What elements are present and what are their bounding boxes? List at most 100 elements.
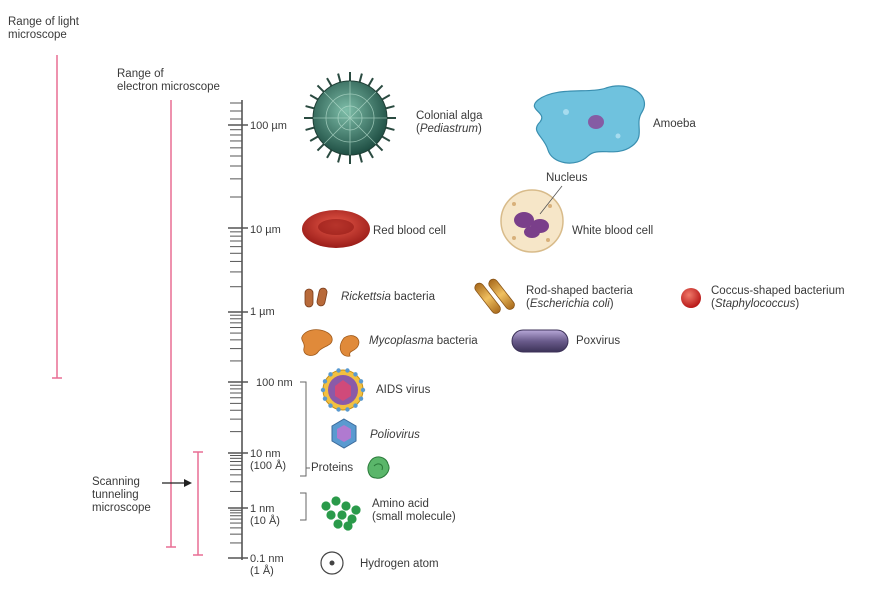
hydrogen-atom-icon [320,551,344,575]
scale-major-ticks [228,124,248,559]
scale-label-text: 100 nm [256,377,293,389]
rod-shaped-bacteria-label: Rod-shaped bacteria (Escherichia coli) [526,285,633,311]
scanning-tunneling-range-label: Scanning tunneling microscope [92,476,151,515]
electron-microscope-label-line1: Range of [117,68,164,80]
virus-spike [360,387,366,393]
virus-spike [336,368,341,373]
proteins-bracket [300,381,310,477]
electron-microscope-label-line2: electron microscope [117,81,220,93]
scale-label-text: 1 nm [250,503,275,515]
paren-open: ( [526,298,530,310]
aids-virus-icon [320,368,366,412]
coccus-bacterium-name: Coccus-shaped bacterium [711,285,845,297]
scale-label-1-um: 1 µm [250,306,275,318]
scale-label-text: 10 µm [250,224,281,236]
red-blood-cell-label: Red blood cell [373,225,446,237]
scale-label-0-1-nm: 0.1 nm (1 Å) [250,553,284,577]
white-blood-cell-icon [500,185,564,253]
white-blood-cell-label: White blood cell [572,225,654,237]
amino-acid-name: Amino acid [372,498,429,510]
virus-spike [320,387,326,393]
scale-label-text: 100 µm [250,120,287,132]
scale-label-subtext: (1 Å) [250,565,274,577]
aids-virus-label: AIDS virus [376,384,431,396]
rickettsia-label: Rickettsia bacteria [341,291,435,304]
poxvirus-icon [511,329,569,353]
scanning-tunneling-label-line1: Scanning [92,476,140,488]
paren-close: ) [478,123,482,135]
scanning-tunneling-range-bar [193,451,203,556]
light-microscope-label-line1: Range of light [8,16,79,28]
rod-bacteria-species: (Escherichia coli) [526,298,633,311]
virus-spike [353,372,358,377]
atom-ball [331,496,341,506]
paren-close: ) [609,298,614,310]
atom-ball [351,505,361,515]
paren-close: ) [795,298,800,310]
atom-ball [341,501,351,511]
paren-open: ( [711,298,715,310]
scale-label-text: 10 nm [250,448,281,460]
virus-spike [336,407,341,412]
light-microscope-label-line2: microscope [8,29,67,41]
scale-label-1-nm: 1 nm (10 Å) [250,503,280,527]
species-name: Escherichia coli [529,298,610,310]
atom-ball [333,519,343,529]
atom-ball [343,521,353,531]
mycoplasma-label: Mycoplasma bacteria [369,335,478,348]
atom-ball [321,501,331,511]
virus-spike [322,396,328,401]
coccus-bacterium-label: Coccus-shaped bacterium (Staphylococcus) [711,285,845,311]
rod-shaped-bacteria-icon [474,278,515,314]
virus-spike [328,403,333,408]
poxvirus-label: Poxvirus [576,335,621,347]
red-blood-cell-icon [302,210,370,248]
rod-bacteria-name: Rod-shaped bacteria [526,285,633,297]
scale-label-subtext: (10 Å) [250,515,280,527]
light-microscope-range-label: Range of light microscope [8,16,79,42]
proteins-label: Proteins [311,462,354,474]
virus-spike [353,403,358,408]
scanning-tunneling-arrow [162,479,192,487]
scale-label-10-nm: 10 nm (100 Å) [250,448,286,472]
virus-spike [358,379,364,384]
logarithmic-scale [228,100,248,560]
species-name: Pediastrum [419,123,479,135]
hydrogen-atom-label: Hydrogen atom [360,558,439,570]
virus-spike [345,407,350,412]
light-microscope-range-bar [52,55,62,379]
electron-microscope-range-label: Range of electron microscope [117,68,220,94]
amino-acid-note: (small molecule) [372,511,456,523]
scale-label-subtext: (100 Å) [250,460,287,472]
protein-icon [367,456,390,479]
scale-label-100-nm: 100 nm [256,377,293,389]
atom-ball [337,510,347,520]
scale-label-100-um: 100 µm [250,120,287,132]
nucleus-label: Nucleus [546,172,588,184]
amoeba-label: Amoeba [653,118,696,130]
virus-spike [358,396,364,401]
amino-acid-icon [321,496,361,531]
scale-label-10-um: 10 µm [250,224,281,236]
virus-spike [328,372,333,377]
genus-name: Mycoplasma [369,335,434,347]
amoeba-icon [533,85,645,164]
poliovirus-icon [331,418,357,449]
scanning-tunneling-label-line3: microscope [92,502,151,514]
amino-acid-bracket [300,492,307,521]
label-suffix: bacteria [433,335,478,347]
atom-ball [326,510,336,520]
colonial-alga-label: Colonial alga (Pediastrum) [416,110,483,136]
genus-name: Rickettsia [341,291,391,303]
mycoplasma-bacteria-icon [301,329,360,357]
label-suffix: bacteria [390,291,435,303]
colonial-alga-icon [304,72,396,164]
electron-microscope-range-bar [166,100,176,548]
species-name: Staphylococcus [714,298,796,310]
colonial-alga-name: Colonial alga [416,110,483,122]
atom-ball [347,514,357,524]
virus-spike [345,368,350,373]
rickettsia-bacteria-icon [304,287,328,308]
